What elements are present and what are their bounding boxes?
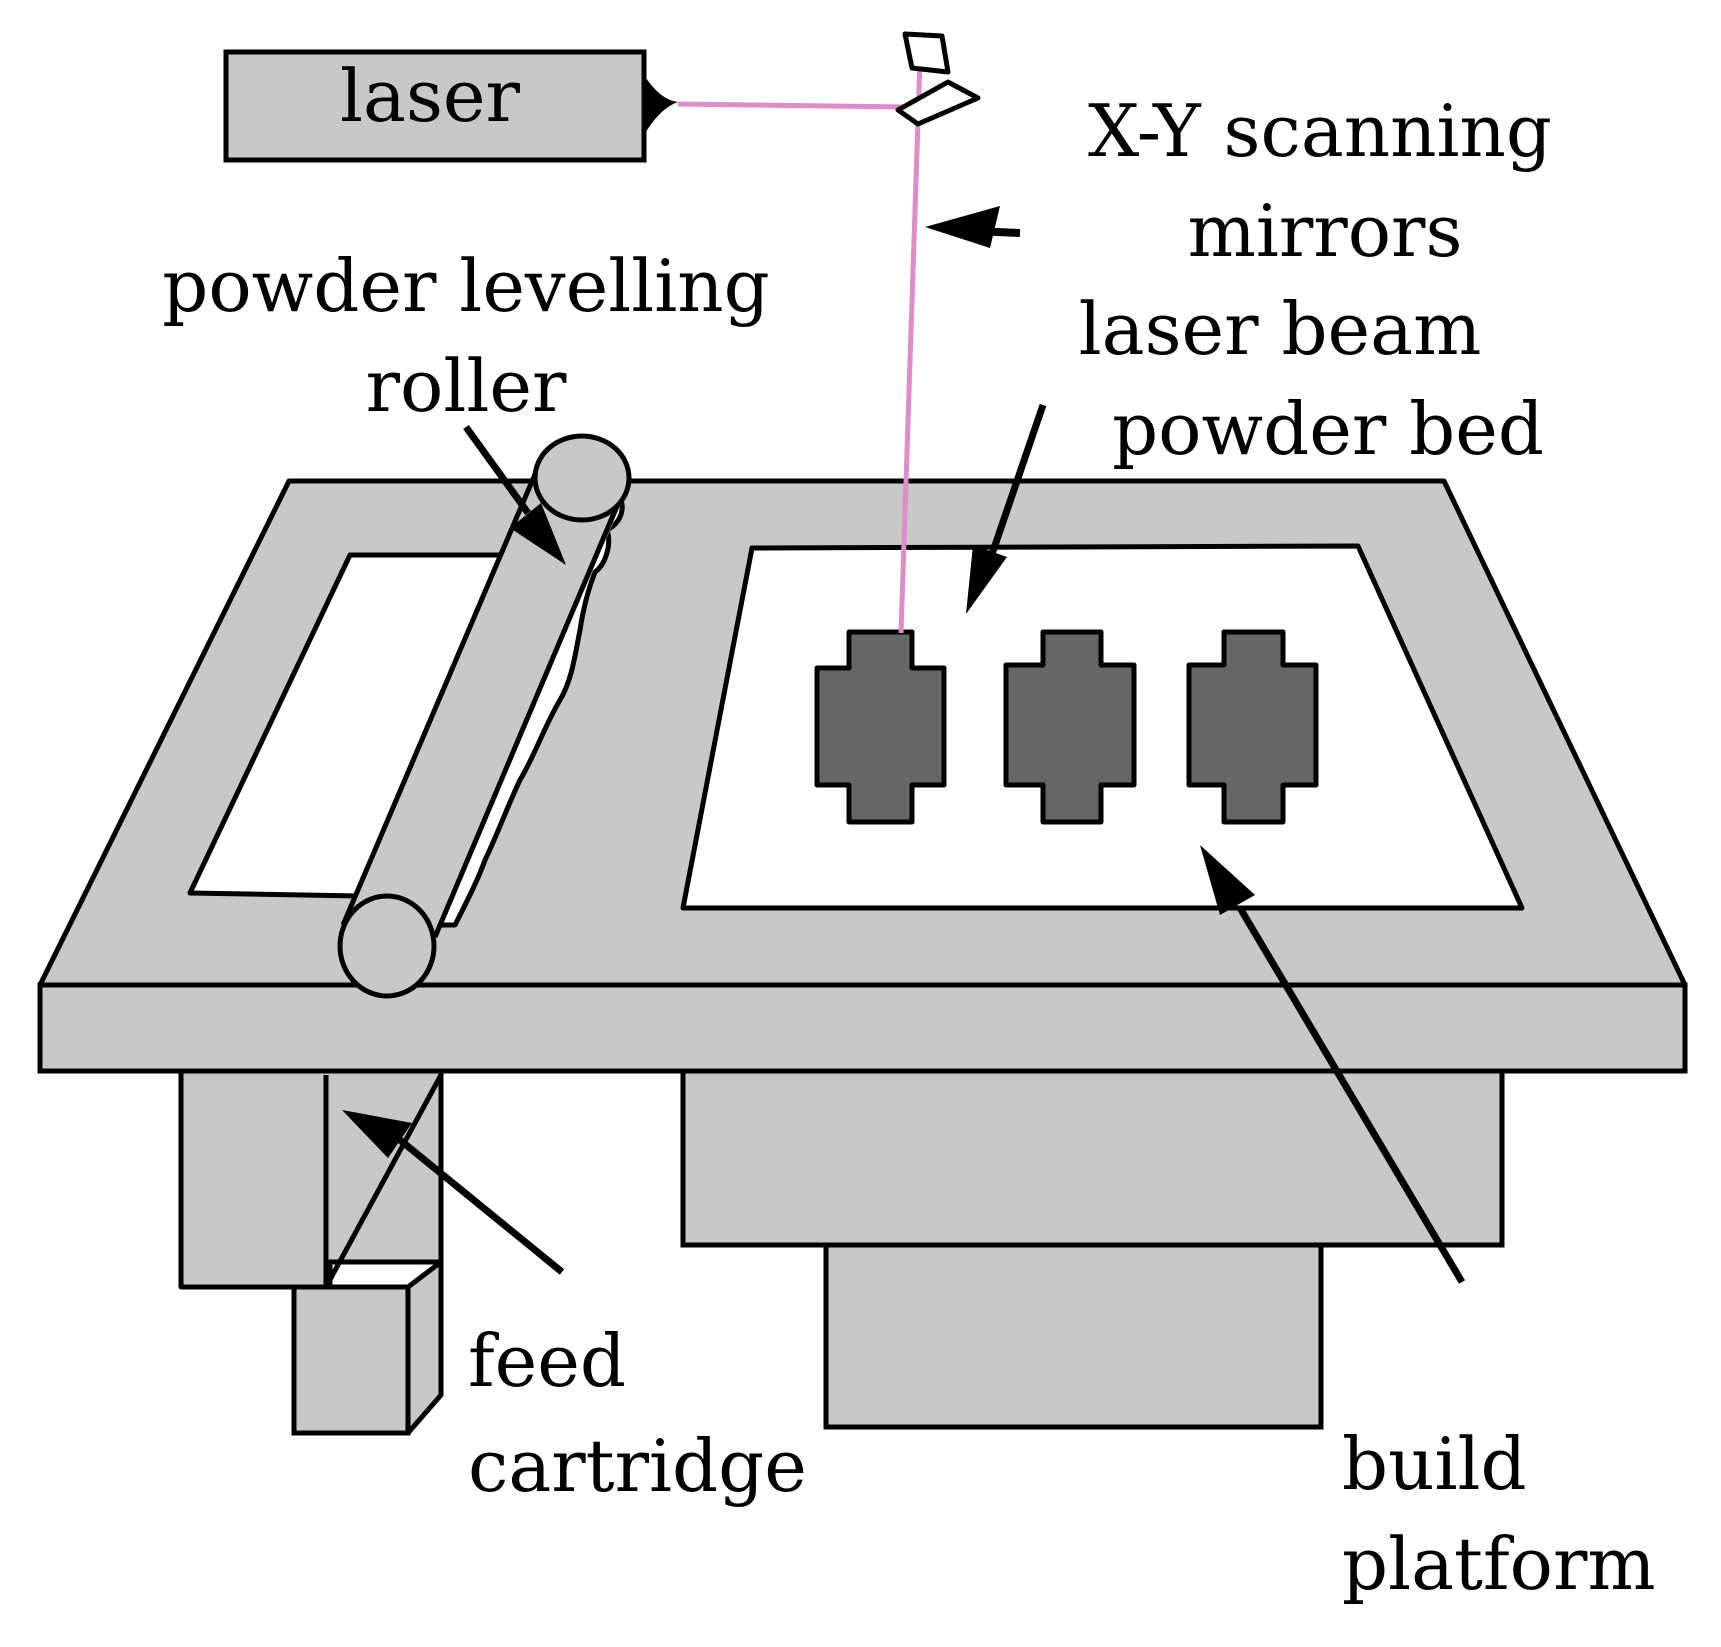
label-build-line2: platform: [1342, 1522, 1656, 1606]
label-laser: laser: [340, 54, 520, 138]
feed-cartridge: [178, 1049, 444, 1436]
label-feed-line2: cartridge: [468, 1424, 807, 1508]
label-xy-mirrors-line1: X-Y scanning: [1088, 89, 1552, 173]
label-roller-line1: powder levelling: [162, 244, 770, 328]
pointer-arrow-laser-beam: [925, 206, 1021, 248]
label-feed-line1: feed: [468, 1319, 626, 1403]
built-part: [814, 629, 947, 825]
laser-beam: [677, 59, 923, 634]
powder-levelling-roller: [337, 433, 632, 999]
label-powder-bed: powder bed: [1112, 387, 1544, 471]
label-build-line1: build: [1342, 1422, 1527, 1506]
label-laser-beam: laser beam: [1078, 287, 1482, 371]
built-part: [1186, 629, 1319, 825]
label-roller-line2: roller: [365, 344, 567, 428]
pointer-arrow-powder-bed: [966, 403, 1047, 614]
table-front-edge: [37, 982, 1688, 1074]
pointer-arrow-build: [1200, 845, 1466, 1284]
build-chamber: [680, 1047, 1505, 1248]
label-xy-mirrors-line2: mirrors: [1187, 189, 1463, 273]
pointer-arrow-feed: [342, 1110, 565, 1275]
laser-unit: [223, 49, 678, 163]
built-part: [1003, 629, 1137, 825]
pointer-arrow-roller: [463, 424, 566, 565]
xy-scanning-mirrors: [895, 31, 981, 127]
build-platform: [823, 1219, 1324, 1430]
